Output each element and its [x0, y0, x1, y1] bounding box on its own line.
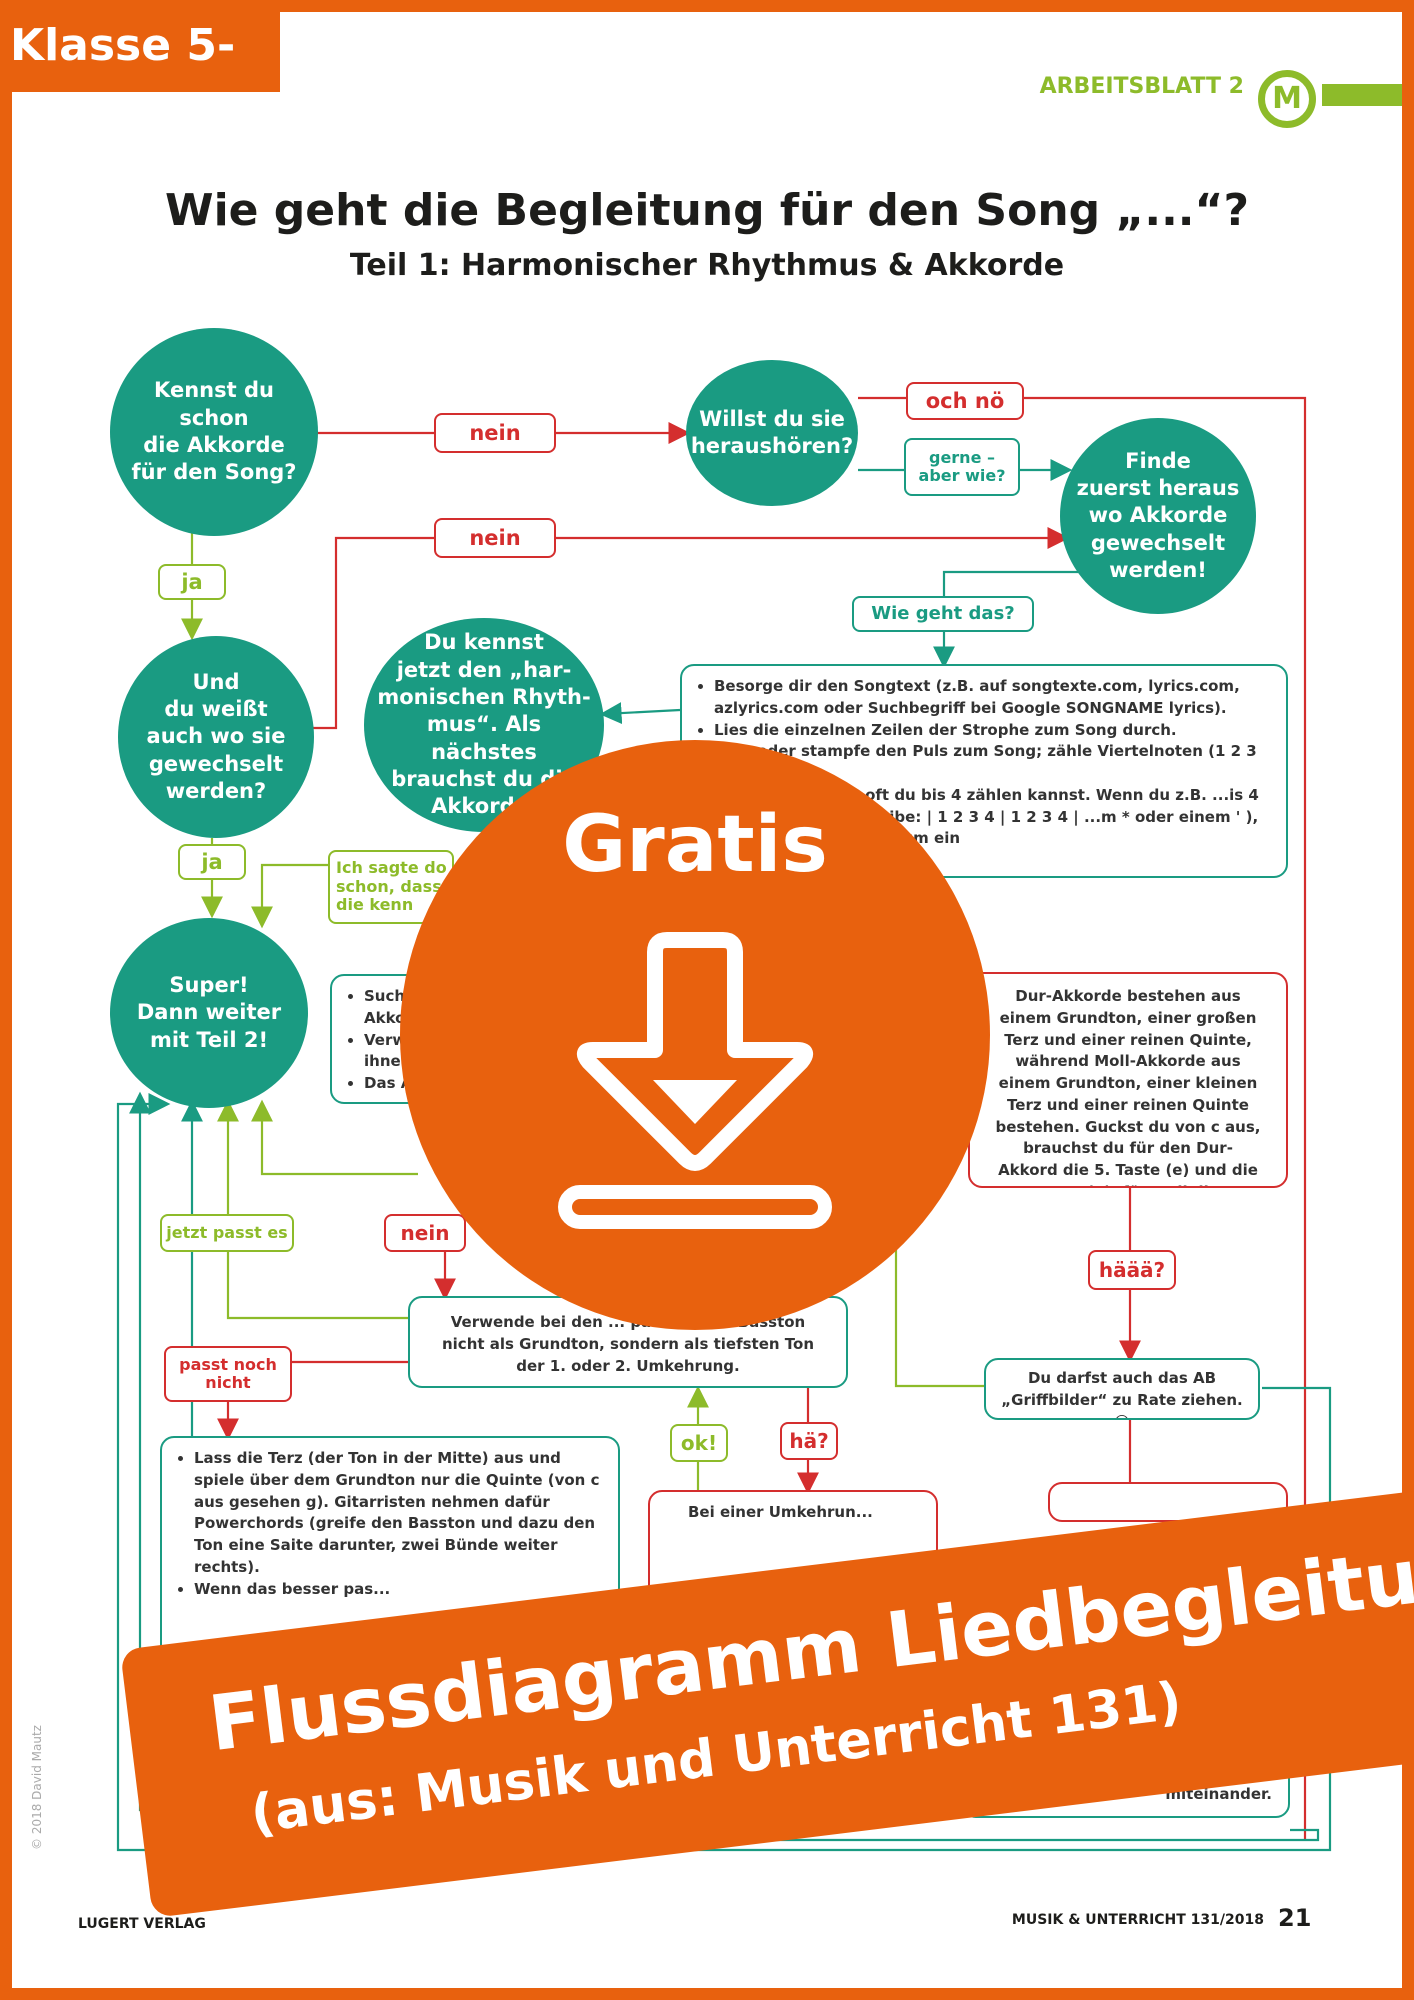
conn-teal-outer1	[116, 1093, 1332, 1852]
label-och-noe: och nö	[906, 382, 1024, 420]
label-ja-1: ja	[158, 564, 226, 600]
terz-step-2: Wenn das besser pas...	[194, 1579, 604, 1601]
label-nein-3: nein	[384, 1214, 466, 1252]
grade-badge: Klasse 5-13	[0, 0, 280, 163]
label-passt-noch-nicht: passt noch nicht	[164, 1346, 292, 1402]
box-dur-moll-erklaerung: Dur-Akkorde bestehen aus einem Grundton,…	[968, 972, 1288, 1188]
node-willst-heraushoeren: Willst du sie heraushören?	[686, 360, 858, 506]
conn-und-finde	[308, 527, 1070, 730]
terz-step-1: Lass die Terz (der Ton in der Mitte) aus…	[194, 1448, 604, 1579]
page-number: 21	[1278, 1904, 1312, 1932]
node-kennst-akkorde: Kennst du schon die Akkorde für den Song…	[110, 328, 318, 536]
gratis-label: Gratis	[562, 800, 828, 890]
download-icon	[558, 932, 832, 1229]
gratis-badge[interactable]: Gratis	[400, 740, 990, 1330]
songtext-step-2: Lies die einzelnen Zeilen der Strophe zu…	[714, 720, 1272, 742]
node-und-gewechselt: Und du weißt auch wo sie gewechselt werd…	[118, 636, 314, 838]
label-hae: hä?	[780, 1422, 838, 1460]
worksheet-logo-icon: M	[1258, 70, 1316, 128]
node-super-teil2: Super! Dann weiter mit Teil 2!	[110, 918, 308, 1108]
conn-lime-bottom	[251, 1099, 418, 1176]
label-haeae: häää?	[1088, 1250, 1176, 1290]
box-griffbilder: Du darfst auch das AB „Griffbilder“ zu R…	[984, 1358, 1260, 1420]
conn-songtext-dukennst	[599, 702, 681, 725]
worksheet-label: ARBEITSBLATT 2	[1039, 74, 1244, 99]
publisher-name: LUGERT VERLAG	[78, 1916, 206, 1932]
copyright-note: © 2018 David Mautz	[30, 1725, 44, 1850]
songtext-step-1: Besorge dir den Songtext (z.B. auf songt…	[714, 676, 1272, 720]
label-jetzt-passt-es: jetzt passt es	[160, 1214, 294, 1252]
label-nein-1: nein	[434, 413, 556, 453]
label-ja-2: ja	[178, 844, 246, 880]
node-finde-heraus: Finde zuerst heraus wo Akkorde gewechsel…	[1060, 418, 1256, 614]
label-ok: ok!	[670, 1424, 728, 1462]
worksheet-bar	[1322, 84, 1402, 106]
page-subtitle: Teil 1: Harmonischer Rhythmus & Akkorde	[349, 248, 1065, 283]
conn-jetztpasst	[217, 1099, 408, 1320]
label-gerne-aber-wie: gerne – aber wie?	[904, 438, 1020, 496]
label-nein-2: nein	[434, 518, 556, 558]
magazine-issue: MUSIK & UNTERRICHT 131/2018	[1011, 1912, 1264, 1928]
page-title: Wie geht die Begleitung für den Song „..…	[165, 185, 1249, 236]
conn-ichsagte	[251, 863, 330, 929]
label-wie-geht-das: Wie geht das?	[852, 596, 1034, 632]
